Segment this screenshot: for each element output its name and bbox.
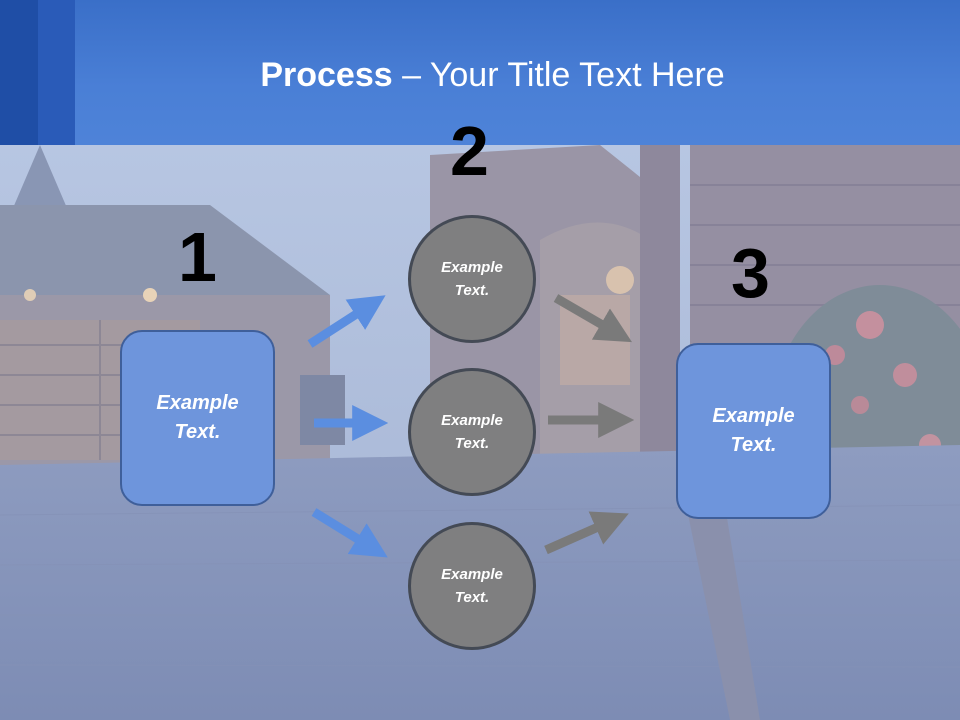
step-1-line1: Example <box>156 392 239 414</box>
banner-accent-dark <box>0 0 38 145</box>
circle-bottom-line2: Text. <box>454 589 490 606</box>
step-3-line1: Example <box>712 405 795 427</box>
title-rest: – Your Title Text Here <box>392 56 725 94</box>
arrow-gray-up <box>544 511 629 555</box>
arrow-blue-down <box>311 508 388 558</box>
circle-middle-line2: Text. <box>454 435 490 452</box>
step-3-line2: Text. <box>730 434 777 456</box>
circle-top-line1: Example <box>441 259 503 276</box>
step-number-2: 2 <box>450 112 489 190</box>
circle-bottom-line1: Example <box>441 566 503 583</box>
step-number-3: 3 <box>731 234 770 312</box>
arrow-blue-up <box>307 295 386 348</box>
slide-title: Process – Your Title Text Here <box>0 54 960 96</box>
title-bold: Process <box>260 56 393 94</box>
step-number-1: 1 <box>178 218 217 296</box>
title-banner: Process – Your Title Text Here <box>0 0 960 145</box>
arrow-gray-down <box>553 294 633 343</box>
banner-accent-mid <box>38 0 75 145</box>
step-1-line2: Text. <box>174 421 221 443</box>
circle-middle-line1: Example <box>441 412 503 429</box>
circle-top-line2: Text. <box>454 282 490 299</box>
